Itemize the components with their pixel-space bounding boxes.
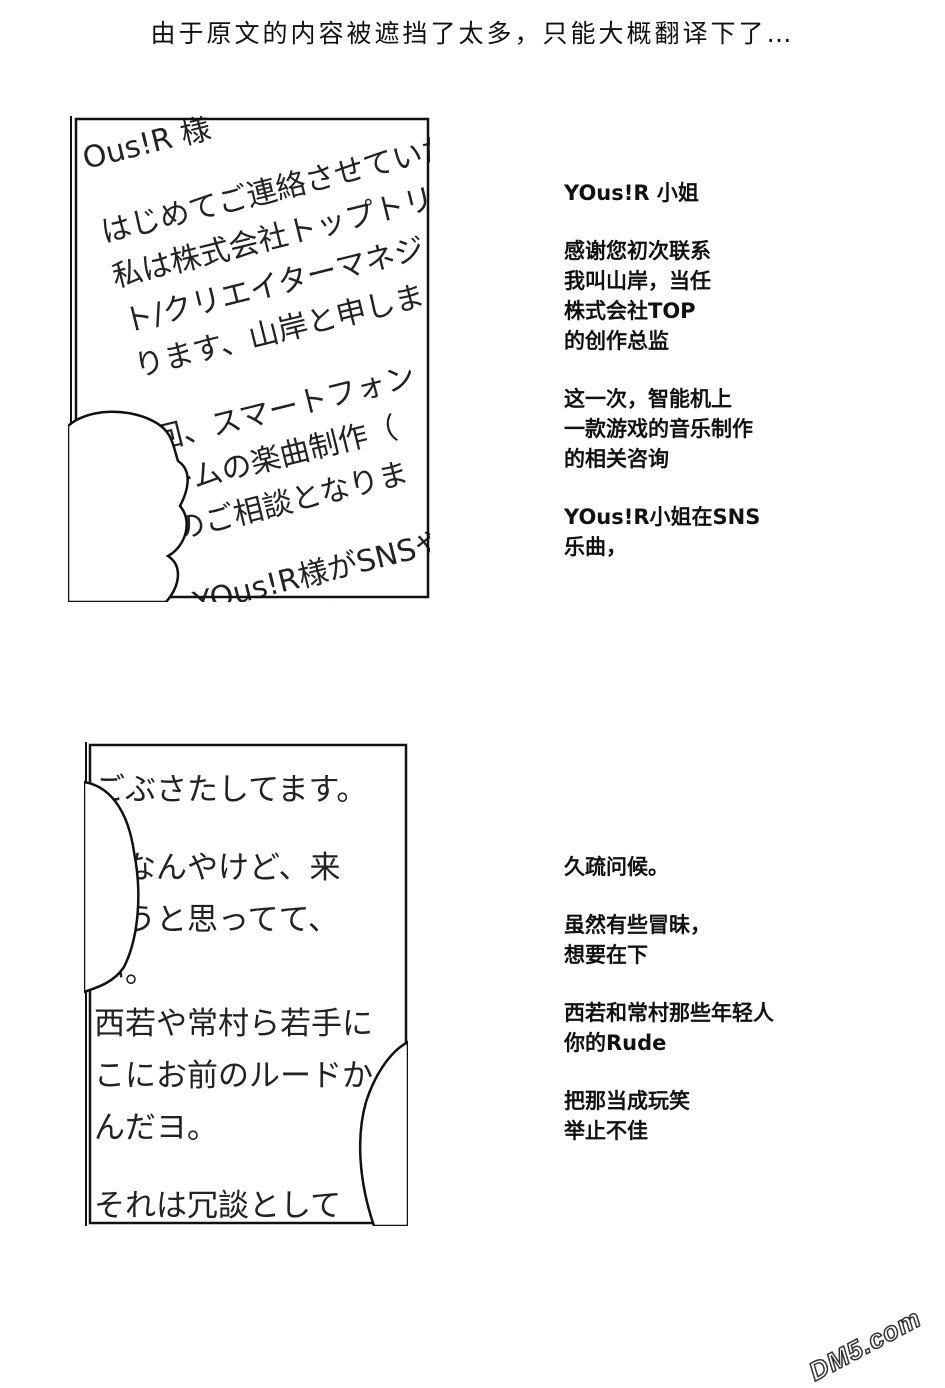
translation-text-line: 我叫山岸，当任: [564, 269, 711, 293]
translation-text-gap: [564, 1058, 774, 1086]
translation-text-line: 举止不佳: [564, 1119, 648, 1143]
translation-text-line: 的相关咨询: [564, 447, 669, 471]
translation-text-gap: [564, 208, 760, 236]
translation-text-line: 的创作总监: [564, 329, 669, 353]
translation-text-line: 乐曲，: [564, 535, 627, 559]
message-panel-2: ごぶさたしてます。然なんやけど、来ろうと思ってて、い。西若や常村ら若手にこにお前…: [84, 742, 408, 1226]
japanese-text-line: ごぶさたしてます。: [94, 772, 368, 808]
panel-frame-2: [84, 742, 408, 1226]
panel-frame-1: [68, 116, 430, 602]
speech-bubble-cover-2: [84, 780, 140, 994]
translation-text-gap: [564, 970, 774, 998]
translation-text-line: 虽然有些冒昧，: [564, 913, 711, 937]
japanese-text-line: 西若や常村ら若手に: [94, 1006, 373, 1042]
japanese-text-line: こにお前のルードか: [94, 1058, 373, 1094]
translation-block-2: 久疏问候。虽然有些冒昧， 想要在下西若和常村那些年轻人你的Rude 把那当成玩笑举止…: [564, 852, 774, 1146]
translation-text-line: YOus!R 小姐: [564, 181, 699, 205]
translation-text-line: 感谢您初次联系: [564, 239, 711, 263]
speech-bubble-cover-1: [68, 410, 189, 602]
translation-text-line: 一款游戏的音乐制作: [564, 417, 753, 441]
translation-block-1: YOus!R 小姐感谢您初次联系我叫山岸，当任株式会社TOP 的创作总监这一次，智…: [564, 178, 760, 562]
translation-text-line: 久疏问候。: [564, 855, 669, 879]
site-watermark-logo: DM5.com: [803, 1302, 927, 1388]
translation-text-line: 西若和常村那些年轻人: [564, 1001, 774, 1025]
translation-text-line: 株式会社TOP: [564, 299, 696, 323]
translation-text-line: 你的Rude: [564, 1031, 667, 1055]
translator-note: 由于原文的内容被遮挡了太多，只能大概翻译下了…: [150, 19, 795, 48]
speech-bubble-cover-3: [358, 1040, 408, 1226]
translation-text-gap: [564, 882, 774, 910]
email-panel-1: Ous!R 様はじめてご連絡させていた私は株式会社トップトリト/クリエイターマネ…: [68, 116, 430, 602]
translation-text-line: YOus!R小姐在SNS: [564, 505, 761, 529]
translation-text-gap: [564, 474, 760, 502]
translation-text-line: 把那当成玩笑: [564, 1089, 690, 1113]
translation-text-gap: [564, 356, 760, 384]
japanese-text-line: んだヨ。: [94, 1110, 218, 1146]
translation-text-line: 想要在下: [564, 943, 648, 967]
japanese-text-line: それは冗談として: [94, 1188, 342, 1224]
translation-text-line: 这一次，智能机上: [564, 387, 732, 411]
